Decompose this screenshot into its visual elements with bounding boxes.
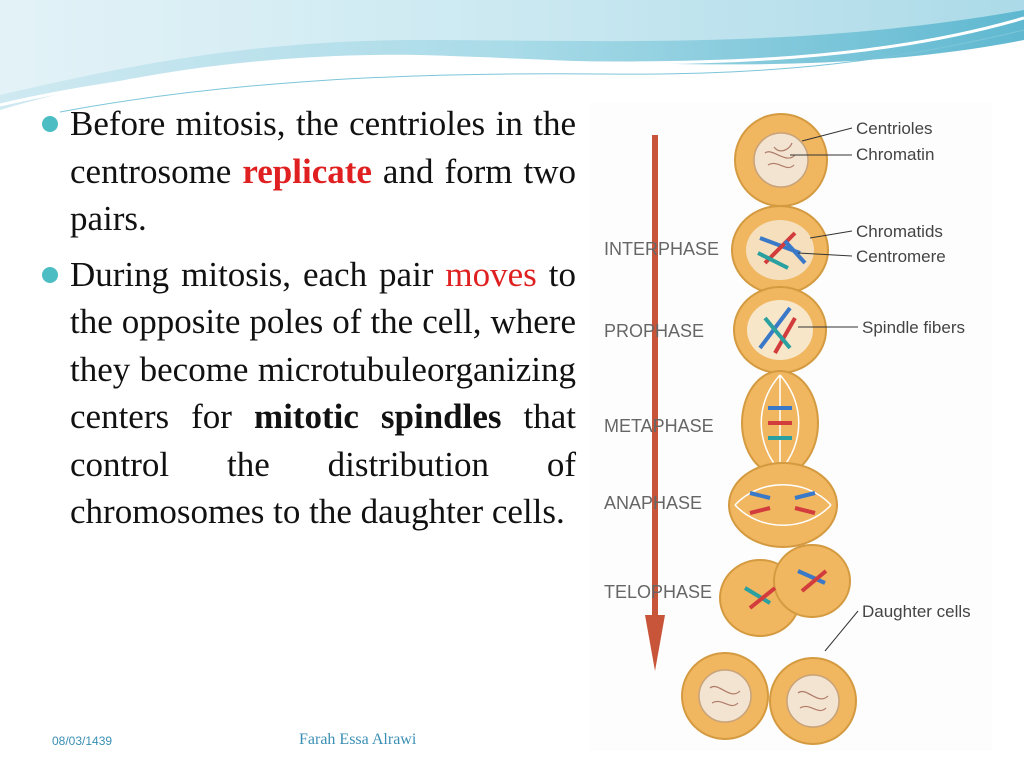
stage-label-anaphase: ANAPHASE: [604, 493, 702, 513]
header-wave-decoration: [0, 0, 1024, 113]
bullet-dot-icon: [42, 266, 58, 283]
daughter-cell-right: [769, 657, 857, 745]
label-centrioles: Centrioles: [856, 119, 933, 138]
bullet-text: and form two pairs.: [70, 151, 577, 239]
cell-interphase: [734, 113, 828, 207]
callout-lines: [790, 127, 859, 652]
highlight-replicate: replicate: [242, 151, 372, 191]
bullet-text: that control the distribution of chromos…: [70, 397, 577, 531]
highlight-moves: moves: [445, 254, 537, 294]
label-chromatids: Chromatids: [856, 222, 943, 241]
stage-label-prophase: PROPHASE: [604, 321, 704, 341]
bullet-list: Before mitosis, the centrioles in the ce…: [40, 100, 576, 536]
footer-author: Farah Essa Alrawi: [299, 731, 417, 748]
bullet-dot-icon: [42, 116, 58, 132]
timeline-arrow: [645, 135, 665, 671]
stage-label-interphase: INTERPHASE: [604, 239, 719, 259]
footer-date: 08/03/1439: [52, 734, 113, 748]
highlight-mitotic-spindles: mitotic spindles: [253, 397, 502, 436]
label-chromatin: Chromatin: [856, 145, 934, 164]
label-centromere: Centromere: [856, 247, 946, 266]
cell-prophase: [733, 286, 827, 374]
label-daughter-cells: Daughter cells: [862, 602, 971, 621]
cell-telophase: [719, 544, 851, 637]
bullet-item-centriole-movement: During mitosis, each pair moves to the o…: [40, 251, 576, 536]
label-spindle-fibers: Spindle fibers: [862, 318, 965, 337]
stage-label-metaphase: METAPHASE: [604, 416, 714, 436]
bullet-item-centriole-replication: Before mitosis, the centrioles in the ce…: [40, 100, 576, 243]
cell-chromatids: [731, 205, 829, 295]
cell-metaphase: [741, 370, 819, 476]
bullet-text: Before mitosis, the centrioles in the ce…: [70, 104, 576, 191]
mitosis-stages-figure: INTERPHASE PROPHASE METAPHASE ANAPHASE T…: [590, 103, 992, 751]
stage-label-telophase: TELOPHASE: [604, 582, 712, 602]
cell-anaphase: [728, 462, 838, 548]
bullet-text: During mitosis, each pair: [70, 254, 446, 294]
bullet-text: to the opposite poles of the cell, where…: [70, 254, 576, 437]
daughter-cell-left: [681, 652, 769, 740]
